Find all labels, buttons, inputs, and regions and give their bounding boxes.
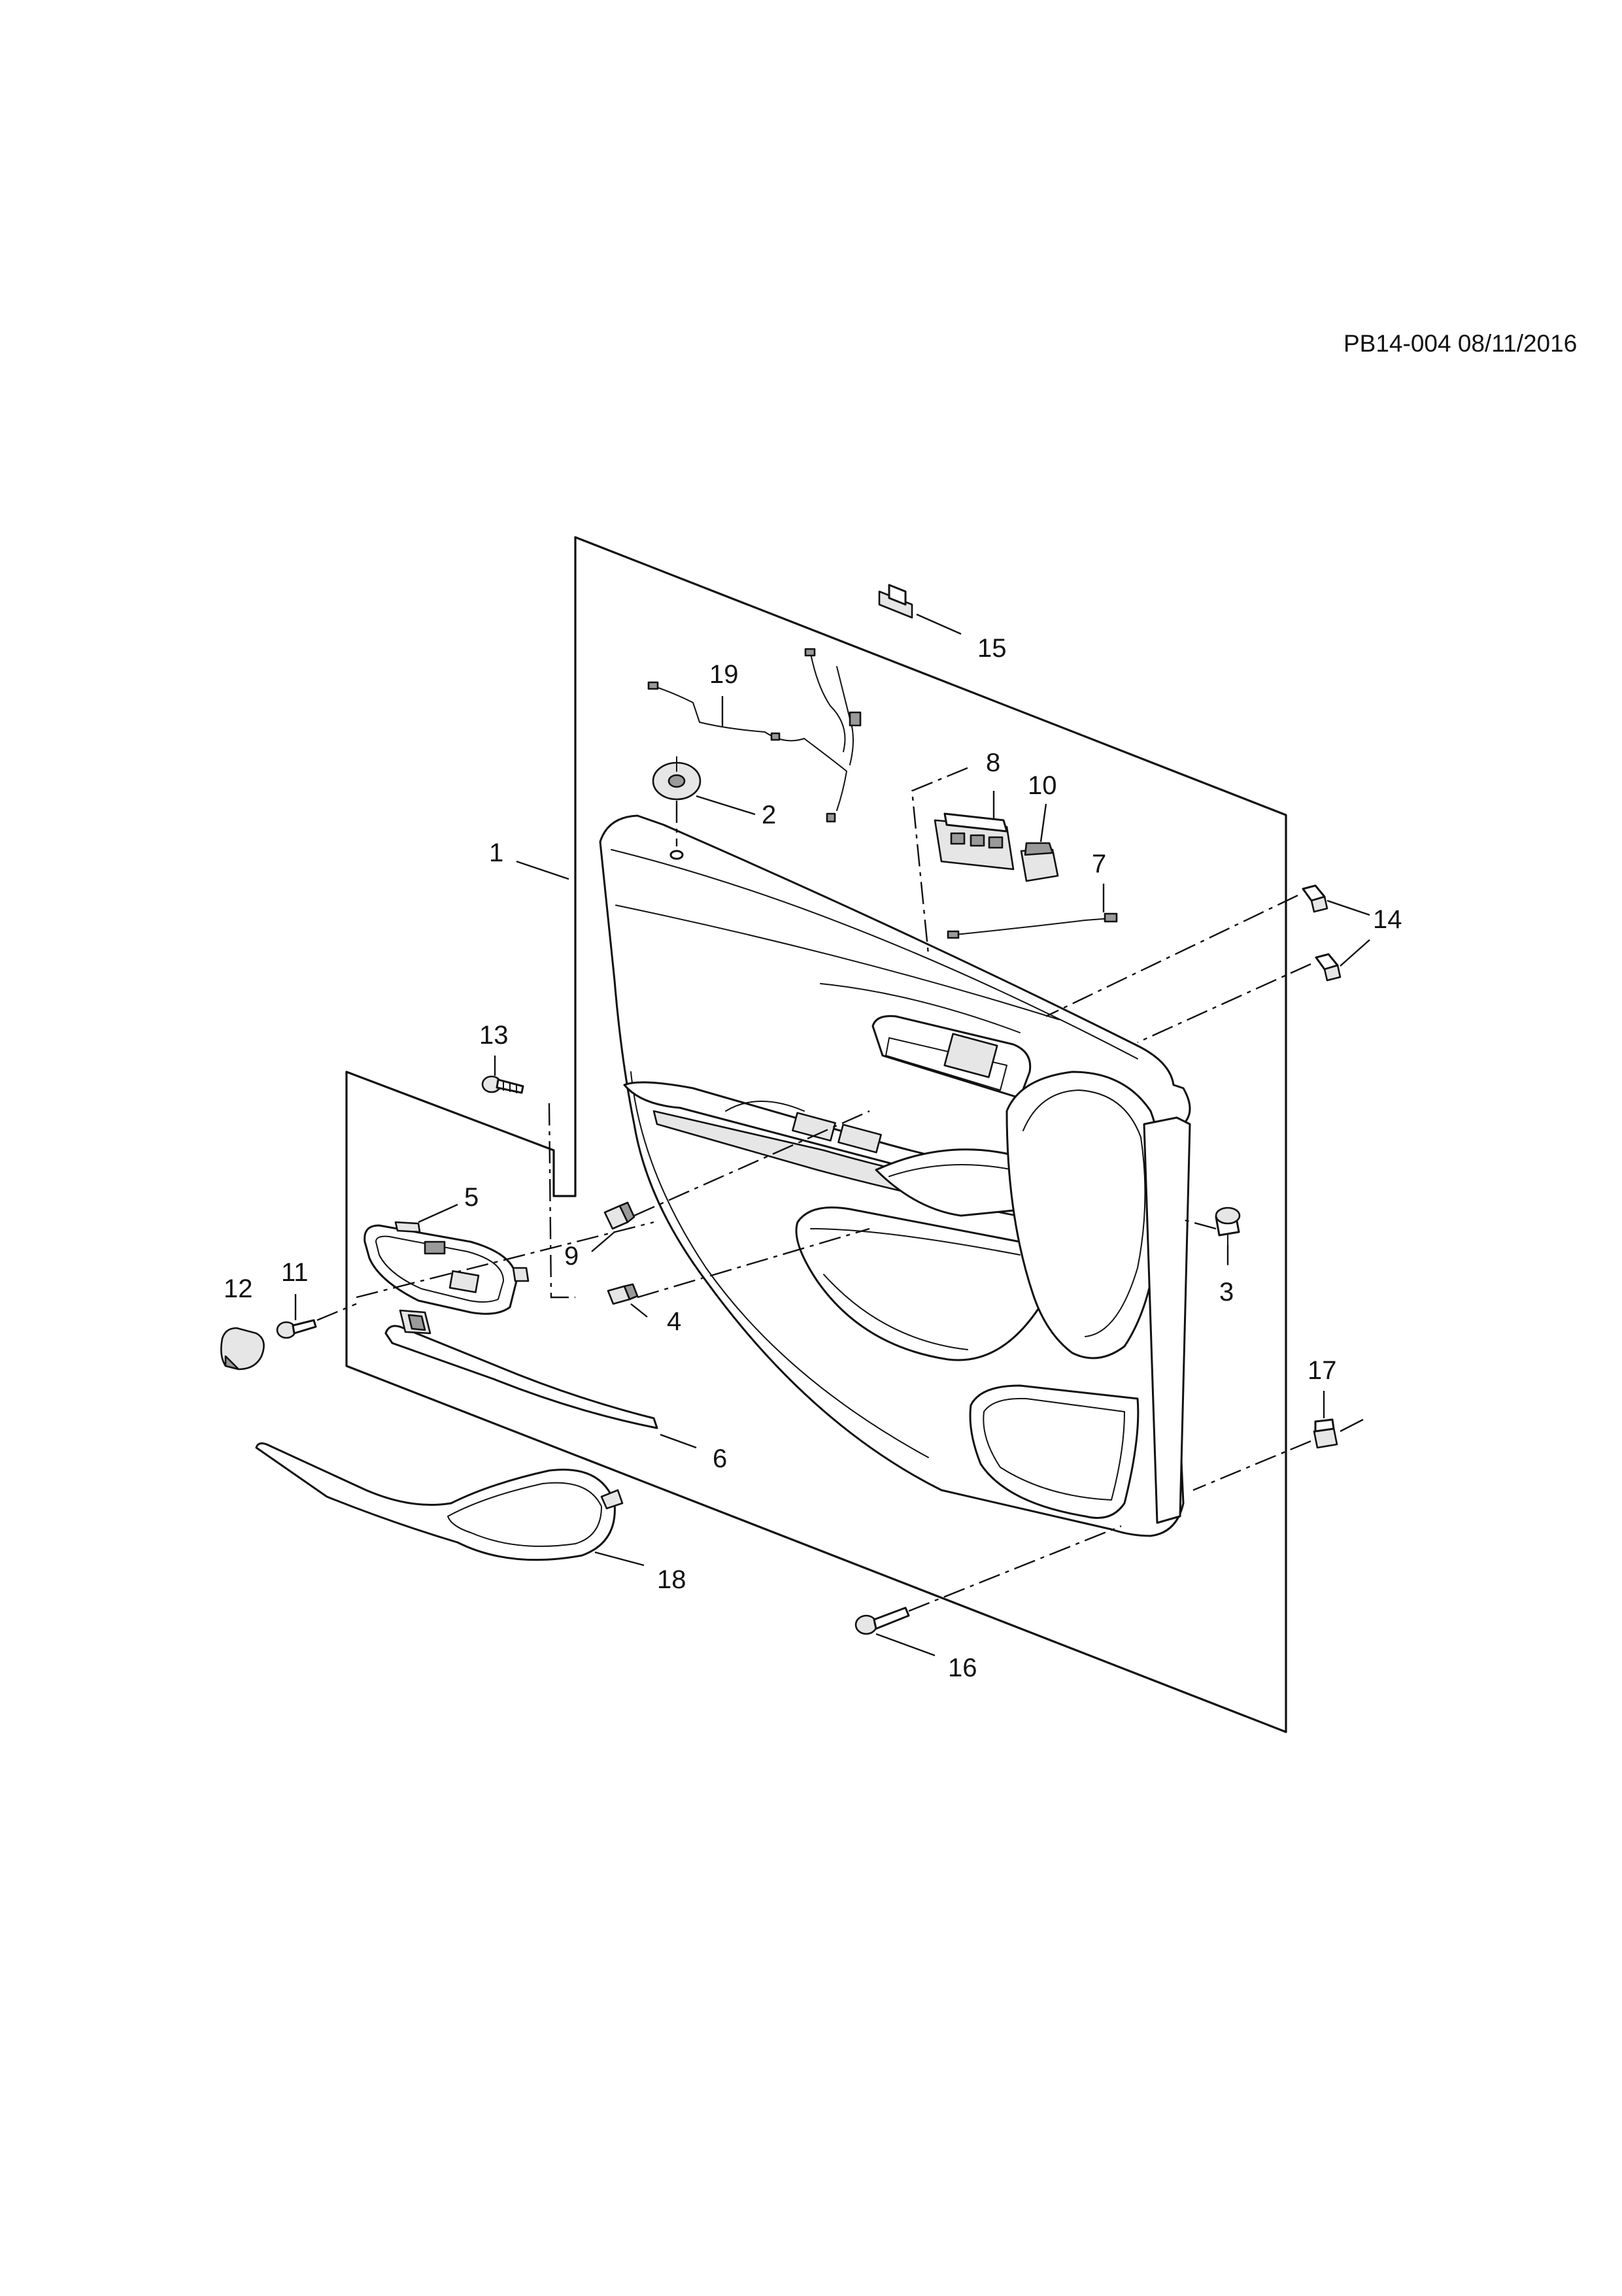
callout-6: 6 xyxy=(713,1444,727,1473)
part-12-cap xyxy=(220,1327,265,1371)
callout-11: 11 xyxy=(281,1258,309,1287)
document-reference: PB14-004 08/11/2016 xyxy=(1343,330,1578,357)
part-4-clip xyxy=(607,1227,870,1318)
part-2-leader xyxy=(696,795,756,816)
part-2-grommet xyxy=(652,756,701,846)
part-6-lower-trim-strip xyxy=(384,1309,697,1449)
part-15-clip xyxy=(878,584,962,635)
part-17-nut-clip xyxy=(1192,1391,1364,1491)
part-8-window-switch xyxy=(911,767,1015,955)
part-7-cable xyxy=(947,884,1118,939)
part-19-wiring-harness xyxy=(647,648,862,823)
part-11-screw xyxy=(276,1294,357,1339)
callout-18: 18 xyxy=(657,1565,686,1594)
part-18-lower-bezel xyxy=(255,1442,645,1567)
part-10-switch xyxy=(1020,803,1059,882)
callout-13: 13 xyxy=(479,1021,509,1050)
door-trim-panel xyxy=(599,814,1191,1537)
callout-19: 19 xyxy=(709,660,739,689)
part-3-push-pin xyxy=(1179,1206,1241,1265)
callout-8: 8 xyxy=(986,748,1000,777)
callout-14: 14 xyxy=(1373,905,1402,934)
callout-10: 10 xyxy=(1028,771,1057,800)
callout-5: 5 xyxy=(464,1183,479,1212)
part-1-leader xyxy=(516,860,569,880)
callout-16: 16 xyxy=(948,1654,977,1682)
part-5-switch-bezel xyxy=(356,1203,654,1315)
part-16-screw xyxy=(854,1525,1122,1657)
part-9-clip xyxy=(591,1110,870,1252)
callout-7: 7 xyxy=(1092,850,1106,878)
callout-2: 2 xyxy=(762,801,776,829)
main-panel-outline xyxy=(345,536,1287,1733)
callout-17: 17 xyxy=(1308,1356,1337,1385)
callout-12: 12 xyxy=(224,1274,253,1303)
callout-1: 1 xyxy=(489,839,503,867)
callout-9: 9 xyxy=(564,1242,579,1271)
part-13-screw xyxy=(481,1056,524,1094)
part-14-clips xyxy=(1045,884,1370,1044)
reference-dashed-line xyxy=(548,1103,575,1299)
callout-15: 15 xyxy=(977,634,1007,663)
callout-3: 3 xyxy=(1219,1278,1234,1306)
callout-4: 4 xyxy=(667,1307,681,1336)
